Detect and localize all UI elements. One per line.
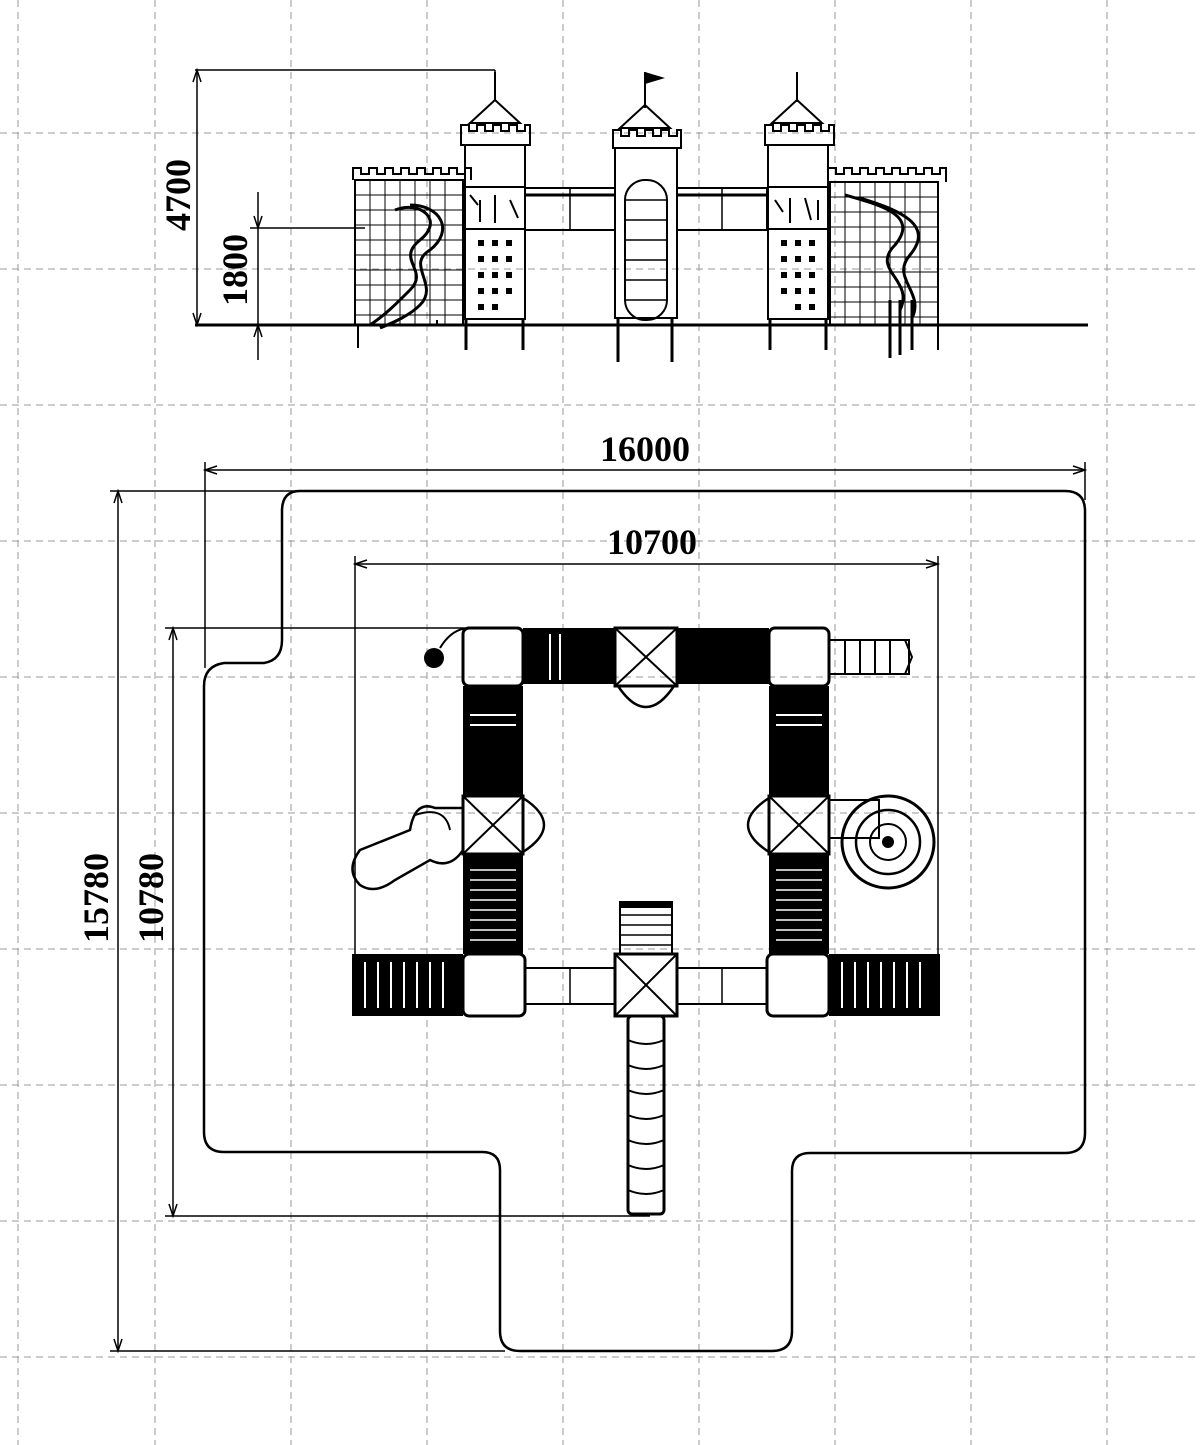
dimension-overall-depth: 15780 (76, 488, 505, 1354)
plan-right-column (746, 686, 936, 954)
plan-view: 16000 10700 15780 10780 (76, 429, 1088, 1354)
dimension-label-10780: 10780 (131, 853, 171, 943)
left-tower (460, 72, 531, 350)
dimension-overall-width: 16000 (202, 429, 1088, 668)
right-tower (764, 72, 835, 350)
bridge-left (524, 187, 616, 231)
dimension-label-4700: 4700 (158, 159, 198, 231)
dimension-label-16000: 16000 (600, 429, 690, 469)
elevation-view: 4700 1800 (158, 67, 1088, 362)
dimension-label-15780: 15780 (76, 853, 116, 943)
safety-zone-outline (202, 489, 1087, 1353)
plan-top-row (424, 626, 914, 709)
dimension-equipment-width: 10700 (352, 522, 941, 955)
plan-left-column (351, 686, 546, 954)
left-net-wall (352, 167, 472, 348)
dimension-label-10700: 10700 (607, 522, 697, 562)
dimension-equipment-depth: 10780 (131, 625, 650, 1219)
flag-icon (645, 72, 665, 84)
dimension-platform-height: 1800 (215, 192, 365, 360)
dimension-label-1800: 1800 (215, 234, 255, 306)
plan-center-ladder-and-slide (619, 901, 673, 1216)
bridge-right (676, 187, 768, 231)
center-tower (612, 72, 682, 362)
right-net-wall (827, 167, 947, 358)
plan-bottom-row (352, 952, 940, 1018)
dimension-height-total: 4700 (158, 67, 496, 328)
